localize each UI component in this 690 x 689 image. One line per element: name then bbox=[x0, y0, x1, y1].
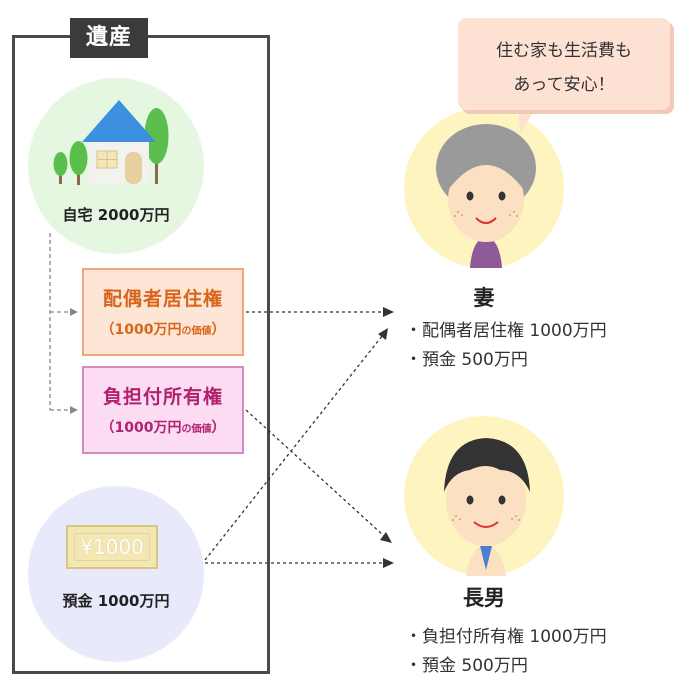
split-connector bbox=[49, 233, 74, 411]
arrowhead bbox=[378, 328, 388, 340]
arrowhead bbox=[70, 406, 78, 414]
arrowhead bbox=[380, 532, 392, 543]
estate-title: 遺産 bbox=[70, 18, 148, 58]
speech-bubble: 住む家も生活費も あって安心！ bbox=[458, 18, 670, 110]
list-item: ・預金 500万円 bbox=[405, 350, 528, 370]
wife-avatar-icon bbox=[436, 124, 536, 268]
burdened-ownership-value: （1000万円の価値） bbox=[100, 420, 226, 436]
burdened-ownership-box: 負担付所有権 （1000万円の価値） bbox=[82, 366, 244, 454]
wife-name: 妻 bbox=[473, 286, 495, 310]
arrowhead bbox=[383, 558, 394, 568]
wife-inheritance-list: ・配偶者居住権 1000万円 ・預金 500万円 bbox=[405, 316, 607, 374]
arrowhead bbox=[383, 307, 394, 317]
spouse-residence-right-title: 配偶者居住権 bbox=[102, 288, 223, 310]
son-name: 長男 bbox=[463, 586, 505, 610]
home-caption: 自宅 2000万円 bbox=[62, 206, 170, 224]
arrowhead bbox=[70, 308, 78, 316]
son-inheritance-list: ・負担付所有権 1000万円 ・預金 500万円 bbox=[405, 622, 607, 680]
spouse-residence-right-box: 配偶者居住権 （1000万円の価値） bbox=[82, 268, 244, 356]
tree-icon bbox=[53, 108, 169, 185]
speech-line-2: あって安心！ bbox=[513, 75, 615, 95]
banknote-icon: ¥1000 bbox=[66, 525, 158, 569]
list-item: ・負担付所有権 1000万円 bbox=[405, 627, 607, 647]
savings-circle bbox=[28, 486, 204, 662]
speech-line-1: 住む家も生活費も bbox=[496, 41, 632, 61]
son-avatar-icon bbox=[444, 438, 530, 576]
burdened-ownership-title: 負担付所有権 bbox=[102, 386, 223, 408]
savings-caption: 預金 1000万円 bbox=[62, 592, 170, 610]
list-item: ・預金 500万円 bbox=[405, 656, 528, 676]
spouse-residence-right-value: （1000万円の価値） bbox=[100, 322, 226, 338]
inheritance-arrows bbox=[204, 311, 386, 564]
banknote-label: ¥1000 bbox=[74, 533, 150, 561]
list-item: ・配偶者居住権 1000万円 bbox=[405, 321, 607, 341]
